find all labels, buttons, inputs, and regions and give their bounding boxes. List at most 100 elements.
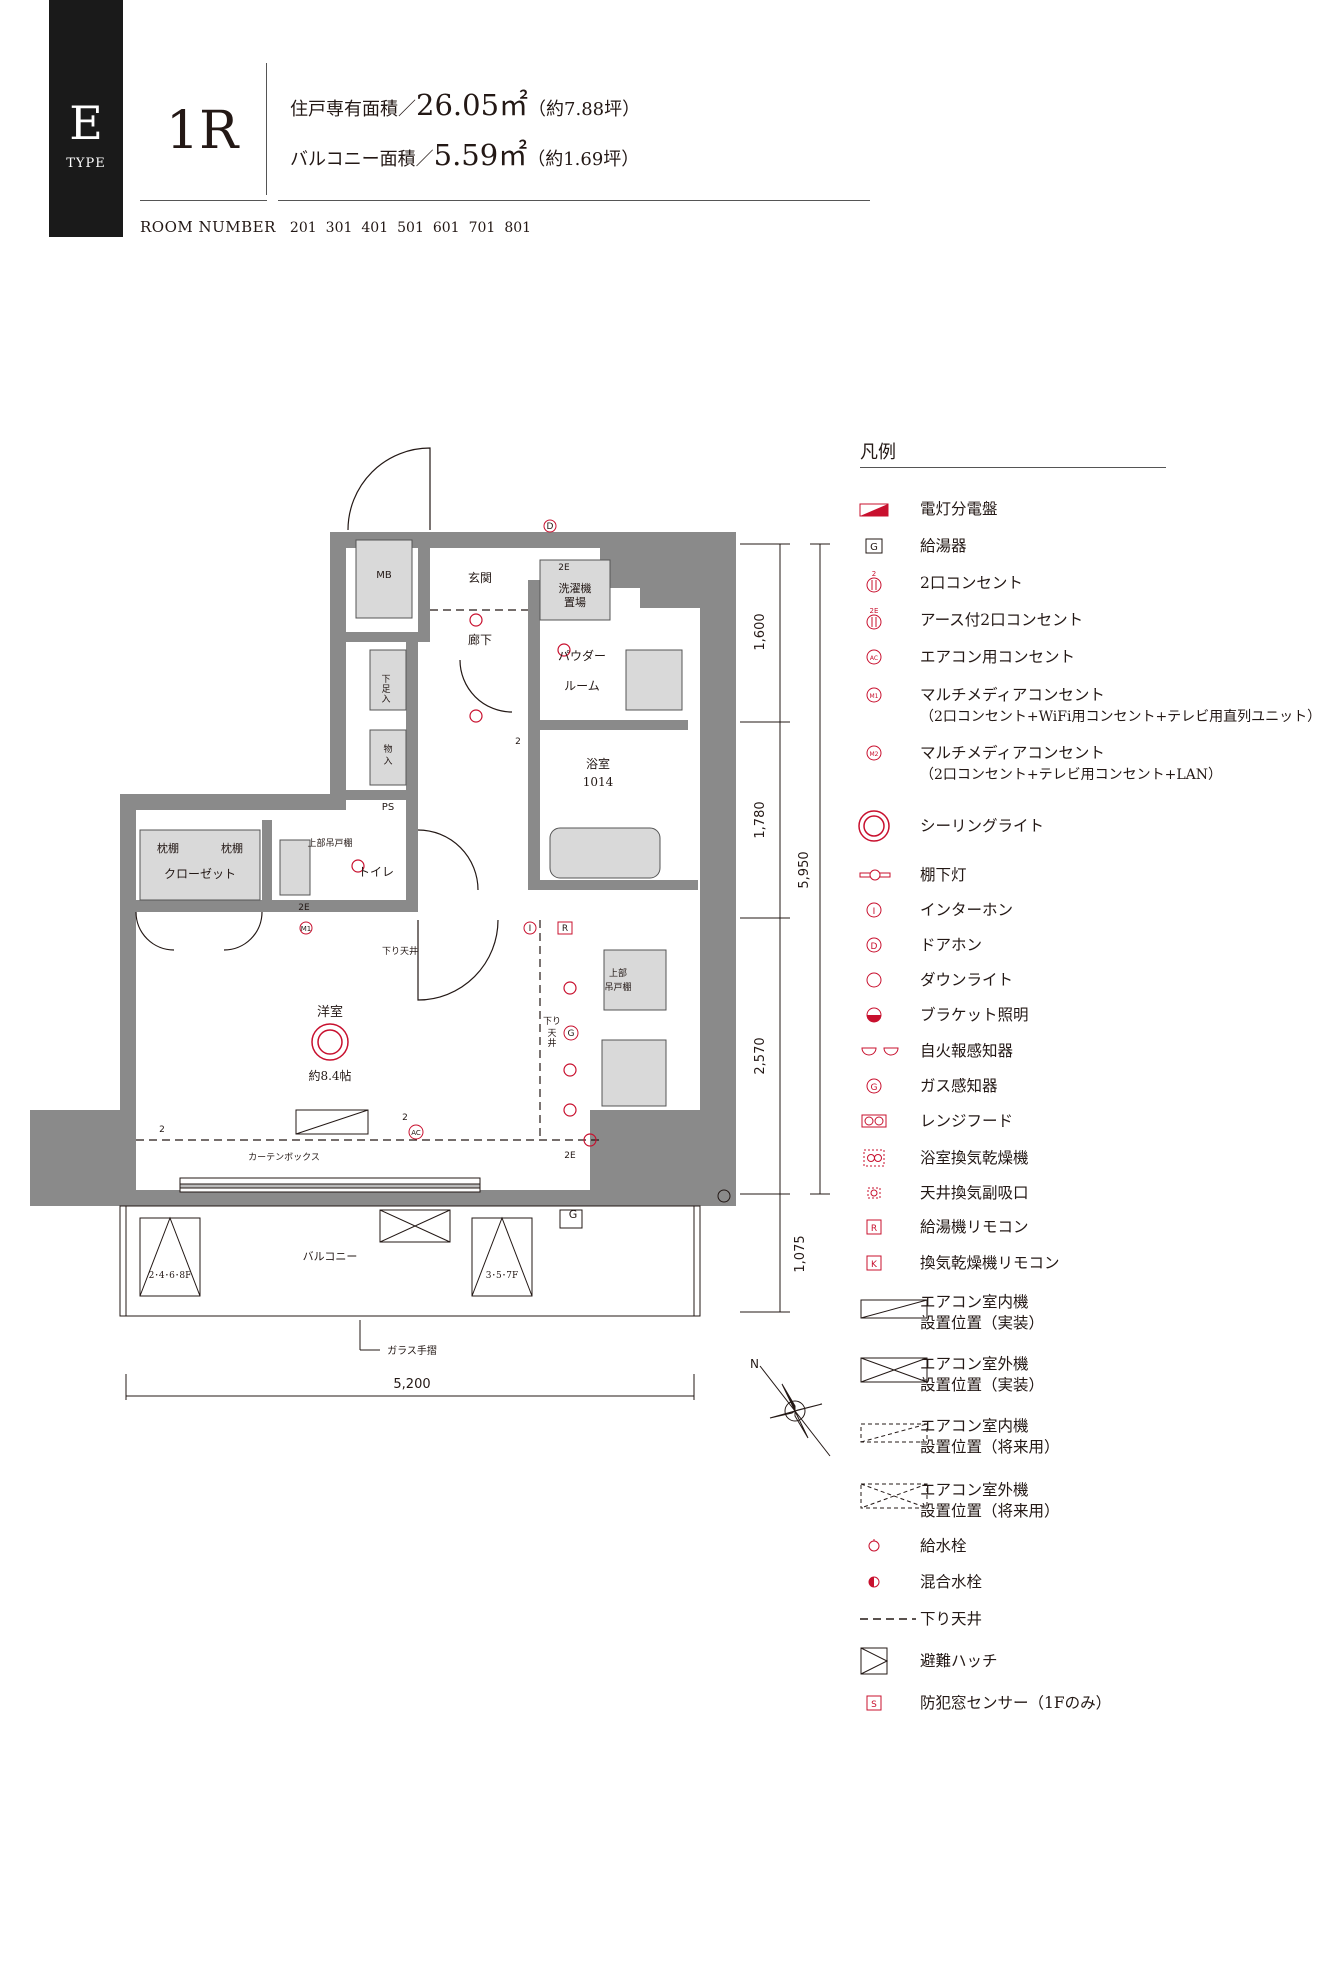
lowered-ceiling-label: 井 (547, 1037, 556, 1049)
wall-kitchen-corner (590, 1110, 700, 1190)
ac-indoor-diagonal (295, 1109, 369, 1135)
room-number: 801 (504, 220, 532, 236)
downlight (351, 859, 365, 873)
doorphone-symbol (543, 519, 557, 533)
unit-area-label: 住戸専有面積／ (290, 99, 416, 120)
escape-hatch-icon (860, 1646, 916, 1676)
closet-label: クローゼット (164, 867, 236, 881)
header-divider (266, 63, 267, 195)
ac-indoor-future-icon (860, 1416, 930, 1446)
legend-label: エアコン室外機設置位置（将来用） (920, 1480, 1060, 1522)
water-heater-icon: G (860, 533, 916, 559)
ceiling-light-outer (311, 1023, 349, 1061)
wall-toilet-right (406, 820, 418, 912)
room-number: 601 (432, 220, 460, 236)
washer-label: 洗濯機 (559, 581, 592, 595)
lowered-ceiling-label: 天 (547, 1029, 556, 1039)
legend-label: マルチメディアコンセント（2口コンセント+テレビ用コンセント+LAN） (920, 743, 1222, 786)
lowered-ceiling-label: 下り天井 (382, 945, 418, 957)
compass-north-label: N (750, 1357, 759, 1371)
stove (601, 1039, 667, 1107)
hatch-floors-label: 3･5･7F (486, 1271, 518, 1281)
intercom-label: I (529, 924, 532, 934)
downlight (563, 1063, 577, 1077)
ceiling-vent-icon (860, 1180, 916, 1206)
legend-label-sub: 設置位置（将来用） (920, 1438, 1060, 1456)
walls (30, 532, 736, 1206)
bathtub (549, 827, 661, 879)
ac-outlet-symbol (408, 1124, 424, 1140)
ac-indoor-unit (295, 1109, 369, 1135)
toilet-door (417, 829, 479, 891)
mb-box (355, 539, 413, 619)
dim-label-total: 5,950 (797, 851, 812, 888)
lowered-ceiling-lines (136, 609, 600, 1141)
dim-label-3: 2,570 (753, 1037, 768, 1074)
legend-label: インターホン (920, 901, 1014, 919)
intercom-icon-letter: I (873, 907, 876, 917)
room-labels: MB 玄関 廊下 洗濯機 置場 パウダー ルーム 浴室 1014 下 足 入 物… (149, 570, 632, 1357)
legend-label: ダウンライト (920, 971, 1014, 989)
header-underline-left (140, 200, 267, 201)
shoe-box-label: 足 (381, 684, 390, 695)
legend-label: ブラケット照明 (920, 1006, 1029, 1024)
ac-outlet-icon-letter: AC (870, 655, 878, 662)
wall-toilet-left (262, 820, 272, 912)
type-letter: E (69, 96, 103, 150)
shoe-box-label: 下 (381, 675, 390, 685)
lowered-ceiling-icon (860, 1606, 930, 1632)
wall-bath-bottom (528, 880, 698, 890)
balcony-area-label: バルコニー面積／ (290, 149, 434, 170)
legend-label: 防犯窓センサー（1Fのみ） (920, 1694, 1112, 1712)
ceiling-light-icon (858, 810, 916, 844)
compass-point (794, 1410, 809, 1439)
legend-label: 給湯器 (920, 537, 967, 555)
wall-symbols: D G AC M1 I R 2 2 2 2E 2E 2E G (159, 519, 579, 1221)
m2-icon-letter: M2 (870, 751, 879, 758)
downlight (583, 1133, 597, 1147)
legend-title: 凡例 (860, 442, 896, 463)
legend-label: 電灯分電盤 (920, 500, 998, 518)
legend-label: 換気乾燥機リモコン (920, 1254, 1060, 1272)
legend-label-main: マルチメディアコンセント (920, 686, 1105, 704)
hatch-floors-label: 2･4･6･8F (149, 1271, 192, 1281)
kitchen-cabinet-label: 上部 (609, 967, 627, 979)
gas-detector-symbol (563, 1025, 579, 1041)
closet-doors (135, 911, 263, 951)
ac-outlet-label: AC (411, 1129, 421, 1137)
legend-label-sub: （2口コンセント+WiFi用コンセント+テレビ用直列ユニット） (920, 709, 1321, 725)
hatch-mark (471, 1216, 533, 1297)
legend-label: レンジフード (920, 1112, 1014, 1130)
curtain-box-label: カーテンボックス (248, 1152, 320, 1163)
unit-area: 住戸専有面積／26.05㎡（約7.88坪） (290, 82, 640, 124)
legend-label: 浴室換気乾燥機 (920, 1149, 1029, 1167)
storage-label: 物 (383, 743, 392, 755)
wall-ps (346, 790, 418, 800)
sensor-icon-letter: S (871, 1700, 877, 1710)
legend-label-sub: 設置位置（実装） (920, 1376, 1045, 1394)
hall-door (459, 659, 513, 713)
compass-center (784, 1400, 806, 1422)
water-tap-icon (860, 1533, 916, 1559)
legend-label-sub: （2口コンセント+テレビ用コンセント+LAN） (920, 767, 1223, 783)
dim-label-2: 1,780 (753, 801, 768, 838)
pillow-shelf-label: 枕棚 (221, 841, 243, 855)
multimedia-symbol (299, 921, 313, 935)
legend-label: 棚下灯 (920, 866, 967, 884)
outlet-2-icon-letter: 2 (872, 570, 876, 578)
dim-label-1: 1,600 (753, 613, 768, 650)
unit-area-value: 26.05㎡ (416, 88, 529, 122)
mixing-tap-icon (860, 1569, 916, 1595)
heater-remote-icon: R (860, 1214, 916, 1240)
water-heater-box (559, 1209, 583, 1229)
doorphone-icon: D (860, 932, 916, 958)
washer-box (539, 559, 611, 621)
legend-label: 天井換気副吸口 (920, 1184, 1029, 1202)
legend-label: 2口コンセント (920, 574, 1023, 592)
wall-step (120, 794, 346, 810)
legend-label-sub: 設置位置（将来用） (920, 1502, 1060, 1520)
outlet-2-label: 2 (402, 1113, 408, 1123)
balcony-area: バルコニー面積／5.59㎡（約1.69坪） (290, 132, 639, 174)
ceiling-light (311, 1023, 349, 1061)
